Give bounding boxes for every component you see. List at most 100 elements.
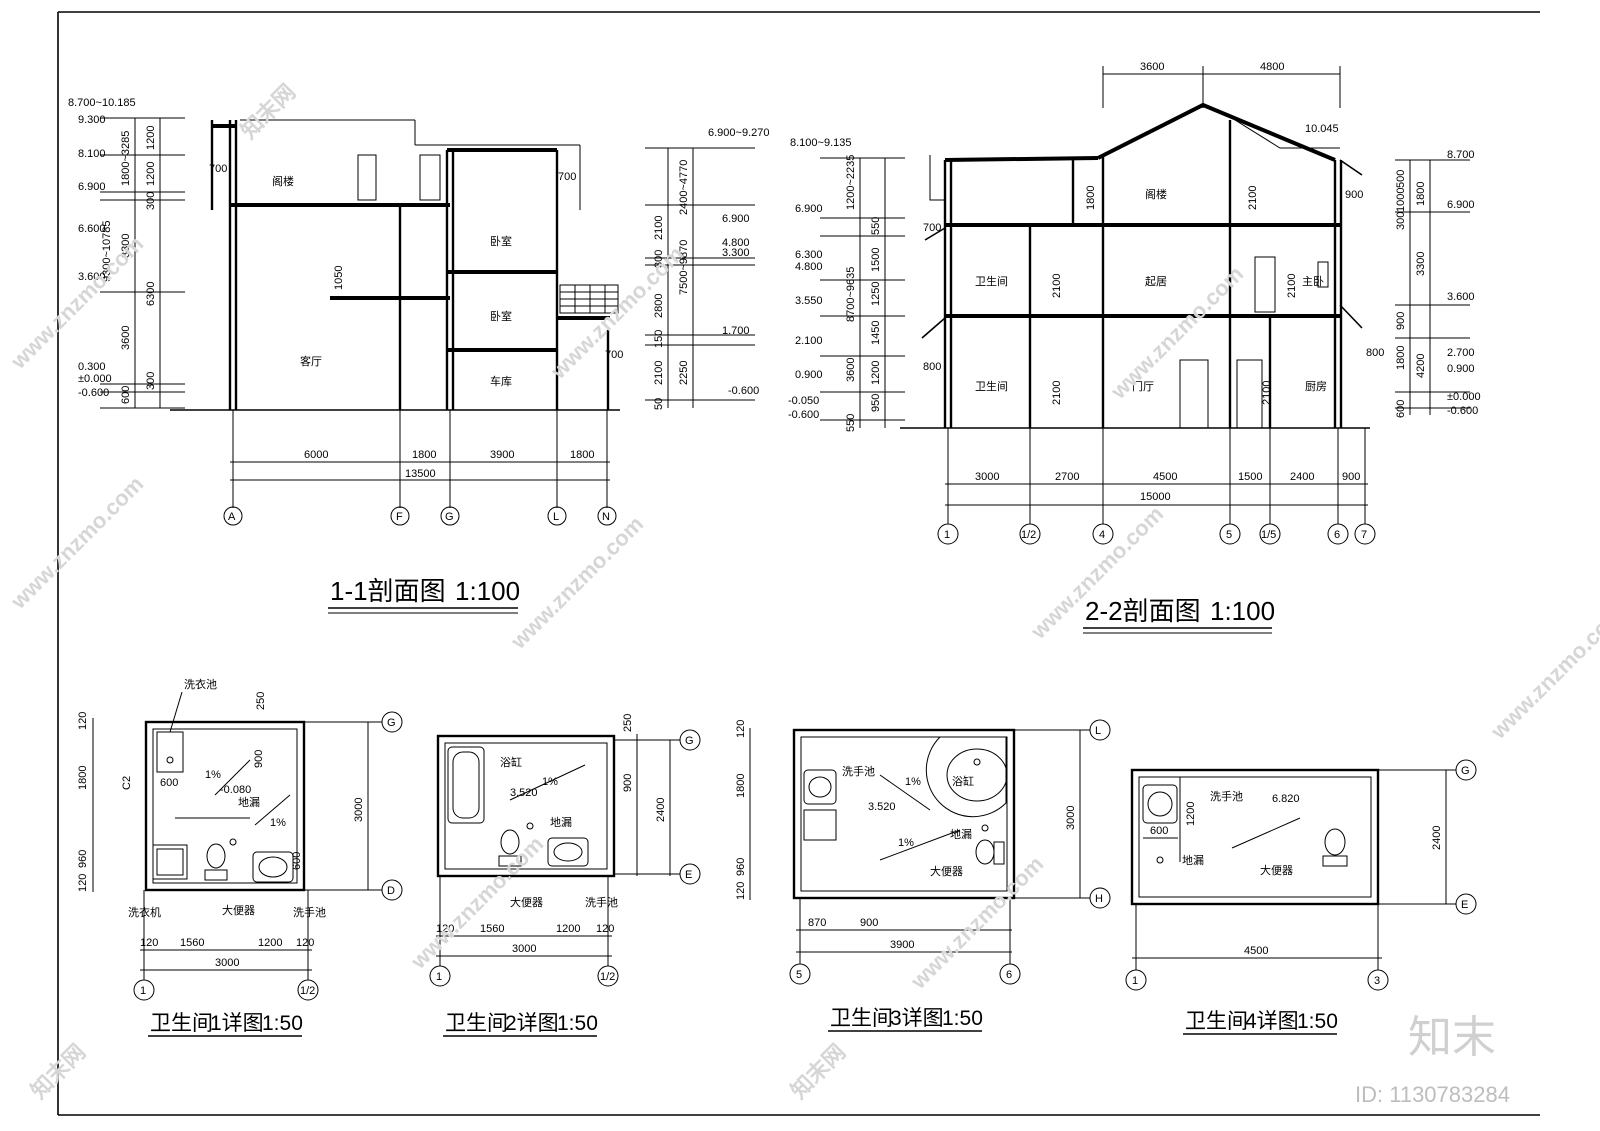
- dim-label: 1200~2235: [845, 155, 857, 210]
- room-label: 卧室: [490, 309, 512, 323]
- level-label: 6.900: [722, 213, 750, 225]
- dim-label: 2400: [1431, 826, 1443, 850]
- counter: [803, 809, 837, 841]
- axis-bubble: [1455, 759, 1477, 781]
- axis-label: E: [685, 869, 692, 881]
- section-1-1-walls: [210, 119, 610, 410]
- axis-bubble: [597, 965, 619, 987]
- level-label: 3.520: [510, 787, 538, 799]
- fixture-label: 地漏: [550, 816, 572, 829]
- dim-label: 870: [808, 917, 826, 929]
- dim-total: 13500: [405, 468, 436, 480]
- room-label: 卫生间: [975, 274, 1008, 288]
- dim-label: 1800: [412, 449, 436, 461]
- dim-label: 1800: [735, 774, 747, 798]
- drawing-scale: 1:50: [1297, 1010, 1338, 1033]
- drawing-detail: 3详图: [890, 1007, 944, 1030]
- level-label: 4.800: [795, 261, 823, 273]
- level-ticks: [100, 117, 185, 409]
- washbasin-bowl: [258, 856, 288, 878]
- drawing-detail: 2详图: [505, 1012, 559, 1035]
- dim-label: 2100: [1247, 186, 1259, 210]
- dim-label: 300: [653, 250, 665, 268]
- drawing-detail: 4详图: [1245, 1010, 1299, 1033]
- fixture-label: 地漏: [238, 796, 260, 809]
- floor-drain-icon: [229, 838, 237, 846]
- watermark-text: 知末网: [786, 1039, 850, 1103]
- dim-label: 3000: [1065, 806, 1077, 830]
- bathroom-wall: [1130, 768, 1380, 906]
- fixture-label: 浴缸: [500, 755, 522, 769]
- level-ticks: [645, 147, 755, 401]
- level-ticks: [1395, 159, 1470, 409]
- toilet-tank: [993, 841, 1005, 865]
- dim-label: 900: [1342, 471, 1360, 483]
- door-opening: [1179, 359, 1209, 429]
- axis-lines: [947, 428, 1366, 524]
- fixture-label: 洗手池: [842, 764, 875, 778]
- axis-bubble: [381, 711, 403, 733]
- section-1-1: 8.700~10.185 9.300 8.100 6.900 6.600 3.6…: [68, 97, 769, 614]
- watermark-text: www.znzmo.com: [1105, 261, 1248, 404]
- room-label: 卧室: [490, 234, 512, 248]
- dim-label: 120: [735, 882, 747, 900]
- room-label: 厨房: [1305, 380, 1327, 393]
- dim-total: 3000: [215, 957, 239, 969]
- axis-label: 1: [1132, 975, 1138, 987]
- slope-label: 1%: [905, 776, 921, 788]
- room-label: 门厅: [1132, 379, 1154, 393]
- level-label: -0.600: [728, 385, 759, 397]
- dim-label: 600: [291, 852, 303, 870]
- dim-label: 1500: [870, 248, 882, 272]
- level-label: 2.100: [795, 335, 823, 347]
- dim-label: 120: [140, 937, 158, 949]
- axis-label: D: [387, 885, 395, 897]
- dim-label: 1560: [480, 923, 504, 935]
- washbasin-icon: [1142, 784, 1178, 824]
- axis-label: 1: [140, 985, 146, 997]
- laundry-sink: [156, 731, 184, 773]
- watermark-layer: www.znzmo.com www.znzmo.com www.znzmo.co…: [5, 79, 1600, 1107]
- level-label: 8.700: [1447, 149, 1475, 161]
- axis-label: G: [445, 511, 454, 523]
- dim-label: 2400: [655, 798, 667, 822]
- axis-label: 6: [1006, 969, 1012, 981]
- dim-label: 2100: [1261, 381, 1273, 405]
- washbasin-bowl: [1147, 791, 1173, 817]
- door-opening: [357, 154, 377, 201]
- dim-label: 700: [558, 171, 576, 183]
- axis-bubble: [679, 863, 701, 885]
- drawing-detail: 1详图: [210, 1012, 264, 1035]
- bathroom-wall: [436, 734, 616, 878]
- roof-eave: [1234, 119, 1340, 149]
- washing-machine-door: [156, 848, 184, 876]
- leader-line: [169, 691, 183, 733]
- bathroom-wall-inner: [800, 736, 1008, 892]
- fixture-label: 洗手池: [585, 895, 618, 909]
- slope-label: 1%: [270, 817, 286, 829]
- level-label: 6.900: [795, 203, 823, 215]
- fixture-label: 大便器: [1260, 863, 1293, 877]
- slope-arrow: [879, 829, 961, 861]
- axis-bubble: [999, 963, 1021, 985]
- washbasin-icon: [252, 851, 294, 883]
- dim-label: 120: [77, 712, 89, 730]
- drawing-scale: 1:100: [1210, 596, 1275, 626]
- dim-label: 800: [923, 361, 941, 373]
- dim-label: 1800: [1085, 186, 1097, 210]
- dim-label: 1200: [556, 923, 580, 935]
- fixture-label: 浴缸: [952, 774, 974, 788]
- dim-label: 2100: [653, 216, 665, 240]
- fixture-label: 洗手池: [1210, 789, 1243, 803]
- washbasin-bowl: [808, 776, 832, 798]
- level-label: 1.700: [722, 325, 750, 337]
- axis-lines: [232, 410, 608, 508]
- axis-bubble: [789, 963, 811, 985]
- dim-label: 960: [735, 858, 747, 876]
- axis-bubble: [297, 979, 319, 1001]
- level-label: 8.100: [78, 148, 106, 160]
- bathroom-detail-1: 洗衣池 洗衣机 大便器 洗手池 地漏 1% 1% -0.080 C2 250 9…: [77, 677, 403, 1037]
- toilet-tank: [1322, 855, 1348, 867]
- watermark-text: www.znzmo.com: [505, 511, 648, 654]
- level-label: ±0.000: [78, 373, 112, 385]
